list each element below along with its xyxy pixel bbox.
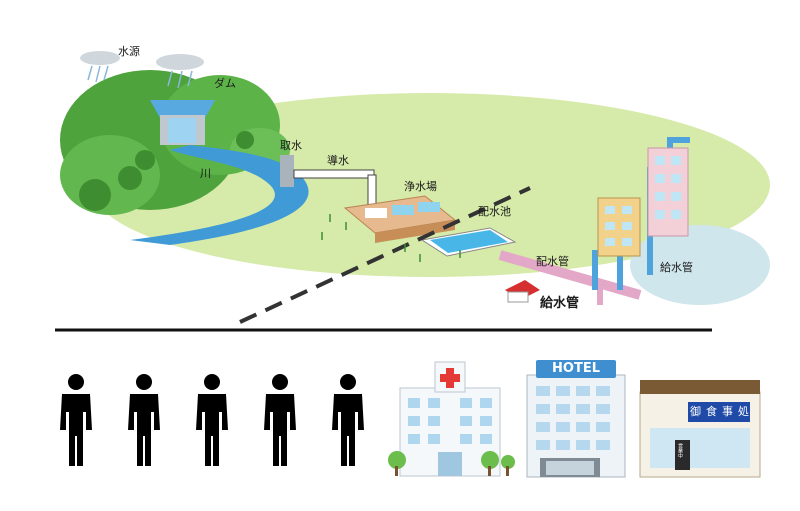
label-conduit: 導水 [327,154,349,167]
purification-plant [343,195,457,243]
person-icon [264,374,296,466]
distribution-main [498,250,642,300]
dam [150,100,215,145]
open-sign-board [675,440,690,470]
distribution-reservoir [420,227,517,257]
restaurant-sign [688,402,750,422]
label-purification-plant: 浄水場 [404,180,437,193]
hotel [526,360,626,478]
people-group [60,374,364,466]
label-distribution-reservoir: 配水池 [478,205,511,218]
building-lot [630,225,770,305]
label-intake: 取水 [280,139,302,152]
hospital [388,361,515,477]
person-icon [60,374,92,466]
boundary-dashed-line [239,186,531,324]
river [130,145,309,245]
apartment-low [597,197,641,257]
conduit-pipe [293,169,375,179]
hotel-sign [536,360,616,378]
hotel-sign-text: HOTEL [552,361,600,376]
house [505,280,540,303]
apartment-high [647,147,689,237]
restaurant [639,380,761,478]
restaurant-sign-text: 御食事処 [690,405,754,418]
grass [321,214,461,262]
person-icon [128,374,160,466]
label-river: 川 [200,167,211,180]
label-service-pipe-right: 給水管 [660,261,693,274]
person-icon [196,374,228,466]
person-icon [332,374,364,466]
label-dam: ダム [214,77,236,90]
open-sign-text: 営業中 [677,443,683,458]
label-source: 水源 [118,45,140,58]
rain-clouds [80,51,204,89]
label-distribution-main: 配水管 [536,255,569,268]
conduit-drop [367,174,377,206]
intake-facility [280,155,294,187]
label-service-pipe-bottom: 給水管 [540,296,580,311]
